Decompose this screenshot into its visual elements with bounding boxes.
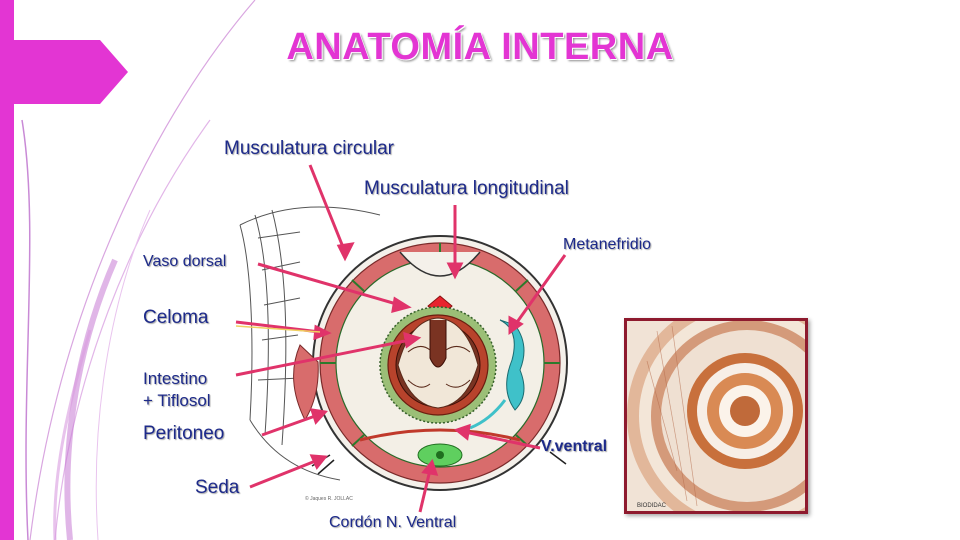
histology-photo: BIODIDAC	[624, 318, 808, 514]
label-tiflosol: + Tiflosol	[143, 392, 211, 410]
histology-section-icon	[627, 321, 805, 511]
photo-caption: BIODIDAC	[637, 503, 666, 509]
svg-text:© Jaques R. JOLLAC: © Jaques R. JOLLAC	[305, 495, 353, 502]
label-musculatura-longitudinal: Musculatura longitudinal	[364, 179, 569, 199]
label-vaso-dorsal: Vaso dorsal	[143, 254, 226, 271]
label-peritoneo: Peritoneo	[143, 424, 224, 444]
label-metanefridio: Metanefridio	[563, 237, 651, 254]
label-seda: Seda	[195, 478, 239, 498]
label-intestino: Intestino	[143, 370, 207, 388]
label-cordon-ventral: Cordón N. Ventral	[329, 515, 456, 532]
label-musculatura-circular: Musculatura circular	[224, 139, 394, 159]
label-celoma: Celoma	[143, 308, 208, 328]
label-v-ventral: V.ventral	[541, 439, 607, 456]
